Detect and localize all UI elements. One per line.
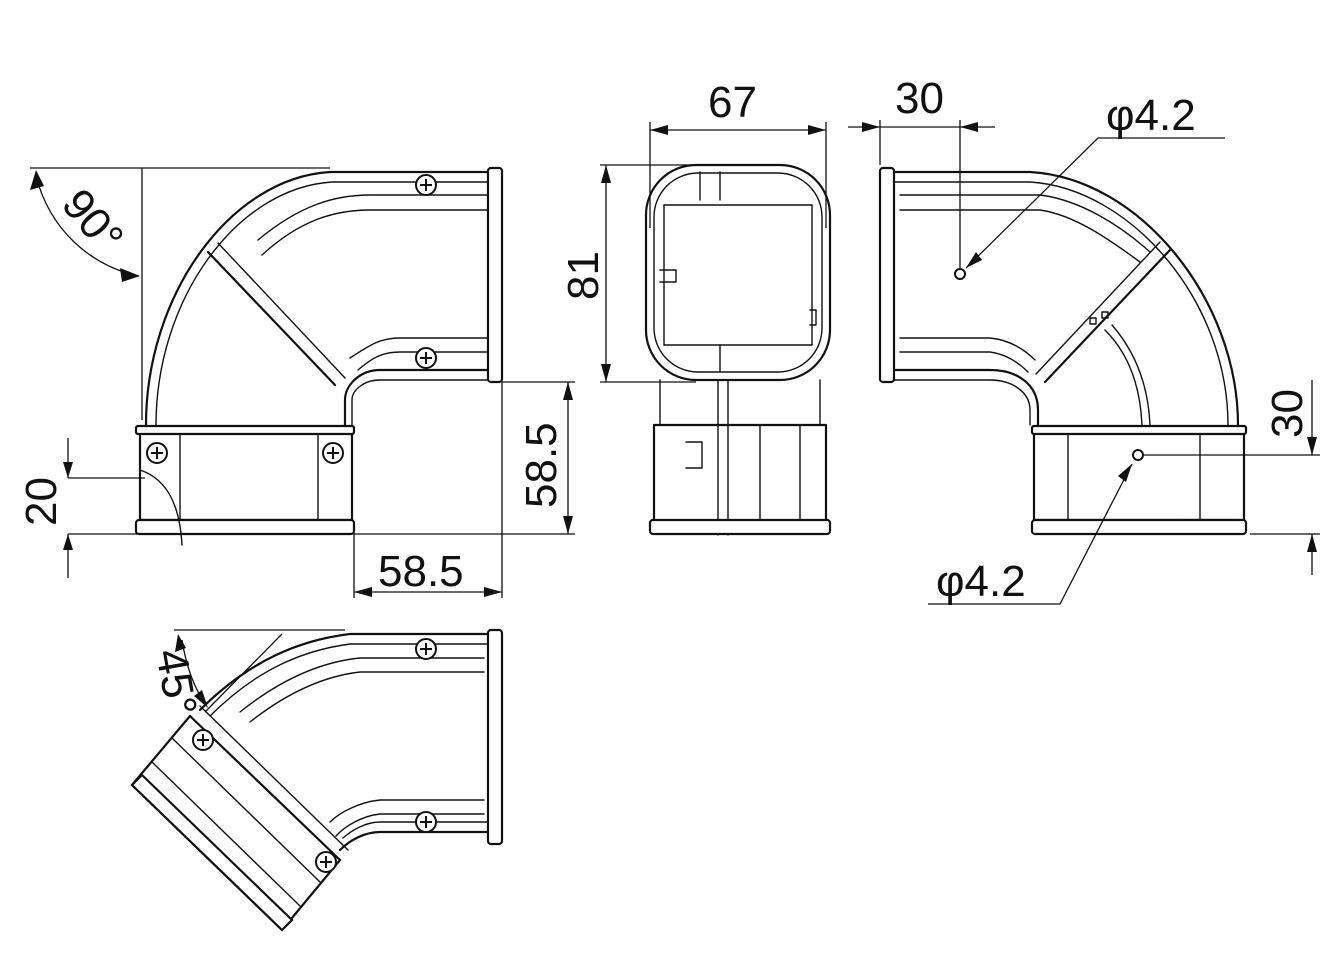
offset-30-right-label: 30 (1263, 389, 1312, 438)
height-81-dimension (600, 164, 696, 383)
offset-20-label: 20 (17, 477, 66, 526)
height-81-label: 81 (559, 251, 608, 300)
offset-30-top-dimension (848, 120, 995, 268)
offset-30-top-label: 30 (895, 74, 944, 123)
elbow-90-front-view (134, 166, 504, 546)
hole-top-leader (965, 137, 1225, 269)
width-58-5-label: 58.5 (378, 547, 464, 596)
elbow-side-view (644, 163, 832, 536)
hole-bottom-leader (928, 463, 1133, 605)
offset-30-right-dimension (1144, 380, 1320, 575)
hole-bottom-label: φ4.2 (936, 557, 1026, 606)
screw-icon (322, 442, 344, 464)
hole-icon (1132, 449, 1144, 461)
screw-icon (315, 851, 337, 873)
elbow-90-rear-view (878, 166, 1248, 536)
screw-icon (415, 347, 437, 369)
angle-45-dimension (174, 629, 345, 713)
hole-icon (954, 268, 966, 280)
width-67-label: 67 (708, 78, 757, 127)
elbow-45-view (130, 628, 504, 932)
hole-top-label: φ4.2 (1106, 91, 1196, 140)
screw-icon (415, 811, 437, 833)
offset-20-dimension (63, 438, 145, 578)
angle-90-dimension (30, 167, 330, 420)
height-58-5-dimension (354, 381, 575, 535)
screw-icon (415, 638, 437, 660)
height-58-5-label: 58.5 (517, 422, 566, 508)
width-67-dimension (649, 122, 827, 228)
screw-icon (192, 729, 214, 751)
angle-45-label: 45° (146, 645, 206, 719)
screw-icon (415, 174, 437, 196)
screw-icon (146, 442, 168, 464)
angle-90-label: 90° (52, 180, 132, 262)
width-58-5-dimension (353, 382, 503, 598)
